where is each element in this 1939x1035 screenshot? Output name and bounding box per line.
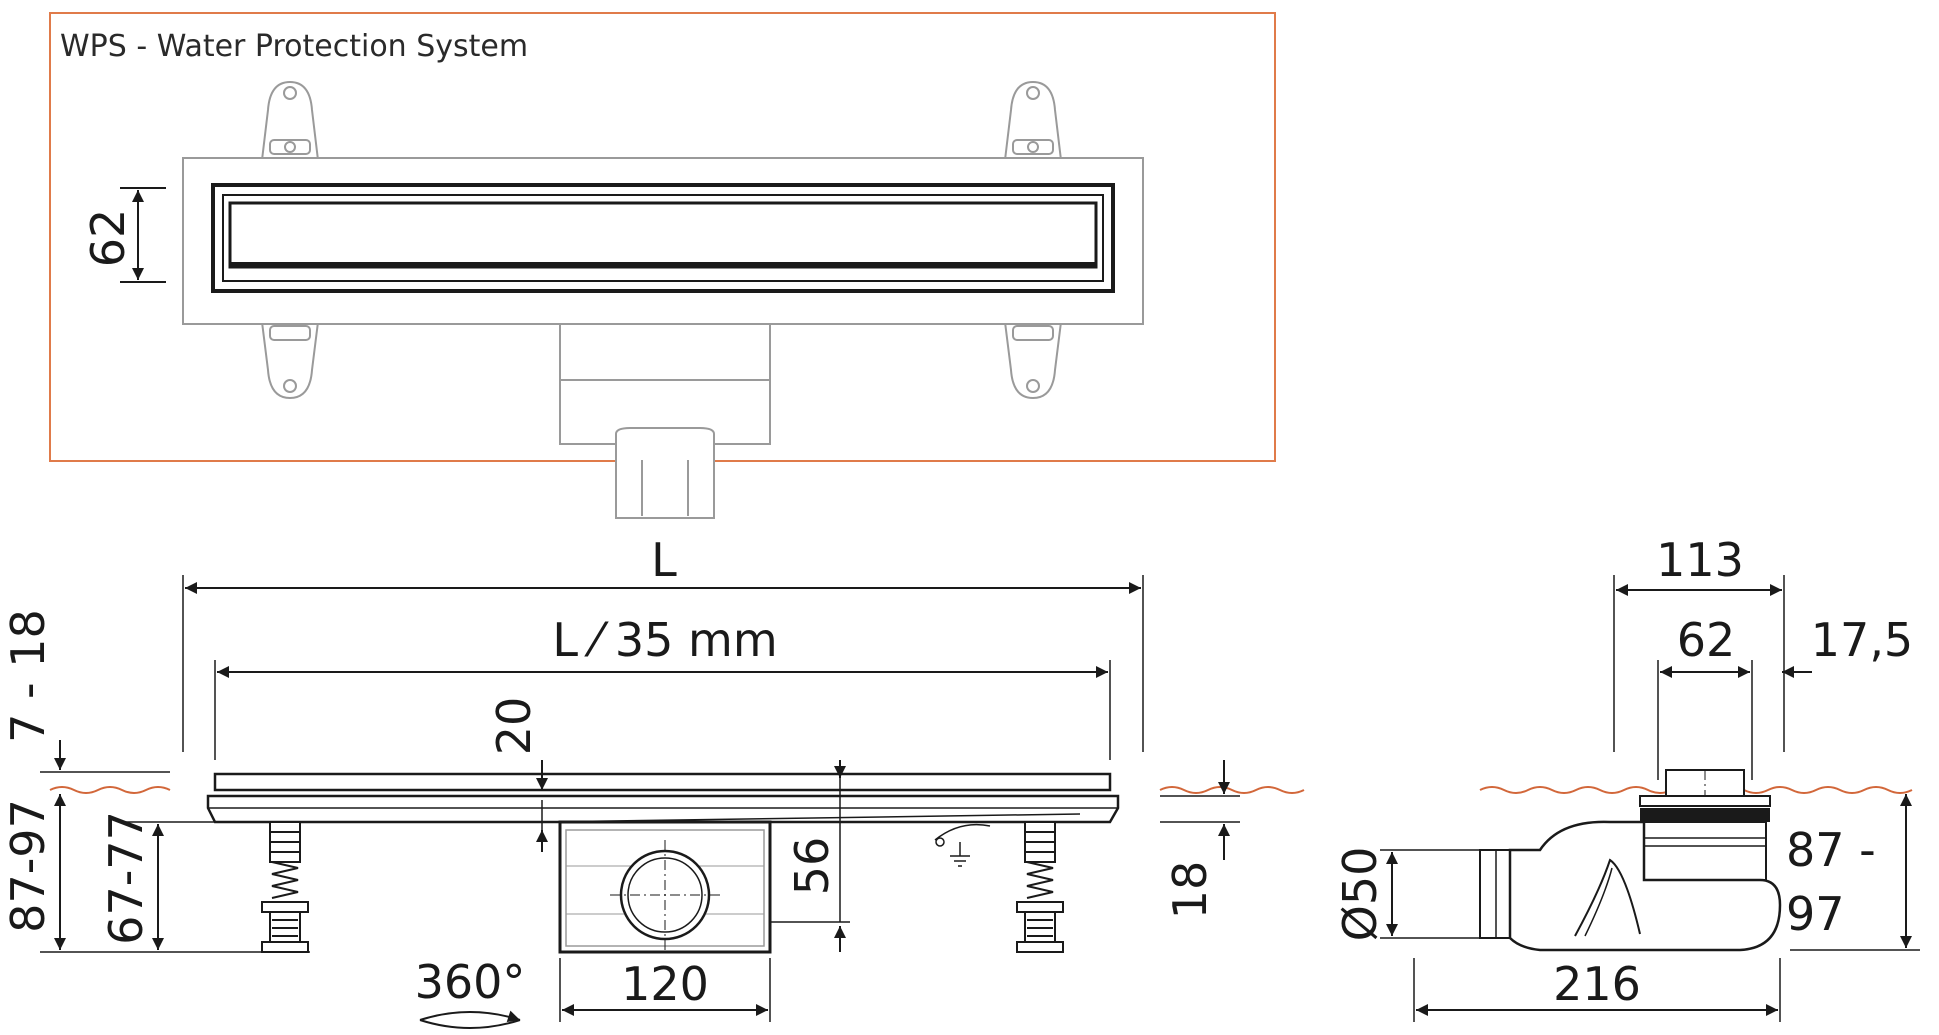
floor-surface-left [49,786,171,794]
dimension-67-77-label: 67-77 [99,811,153,945]
dimension-62-side-label: 62 [1677,613,1736,667]
dimension-62-label: 62 [81,209,135,268]
channel-profile [206,794,1120,824]
dimension-56-label: 56 [785,837,839,896]
dimension-17-5-label: 17,5 [1811,613,1913,667]
outlet-box-top-view [559,323,771,519]
dimension-120-label: 120 [621,957,709,1011]
siphon-trap [1479,769,1782,952]
dimension-87-97-label: 87-97 [1,799,55,933]
dimension-20-label: 20 [487,697,541,756]
dimension-113-label: 113 [1656,533,1744,587]
adjustable-foot-right [1016,821,1064,953]
front-view: L L ⁄ 35 mm [1,533,1305,1028]
top-view-panel: WPS - Water Protection System [49,12,1276,519]
adjustable-foot-left [261,821,309,953]
mounting-bracket-bottom-right [1003,321,1063,400]
dimension-87-side-label: 87 - [1786,823,1876,877]
grate-middle [222,194,1104,282]
panel-title: WPS - Water Protection System [60,29,528,64]
dimension-18-label: 18 [1163,861,1217,920]
dimension-inner-length-label: L ⁄ 35 mm [552,613,777,667]
mounting-bracket-top-left [260,80,320,161]
dimension-L-label: L [651,533,677,587]
mounting-bracket-top-right [1003,80,1063,161]
side-view: 113 62 17,5 Ø50 [1333,533,1920,1022]
dimension-97-side-label: 97 [1786,887,1845,941]
rotation-arrow-icon [419,1012,520,1028]
dimension-62-top: 62 [81,187,166,283]
floor-surface-right [1159,786,1305,794]
dimension-216-label: 216 [1553,957,1641,1011]
dimension-d50-label: Ø50 [1333,847,1387,942]
outlet-box-front [558,820,772,954]
grate-outer [211,183,1115,293]
dimension-7-18-label: 7 - 18 [1,609,55,743]
grate-profile [213,772,1112,792]
rotation-label: 360° [415,955,526,1009]
mounting-bracket-bottom-left [260,321,320,400]
ground-connection-icon [934,823,991,867]
channel-body-outline [182,157,1144,325]
